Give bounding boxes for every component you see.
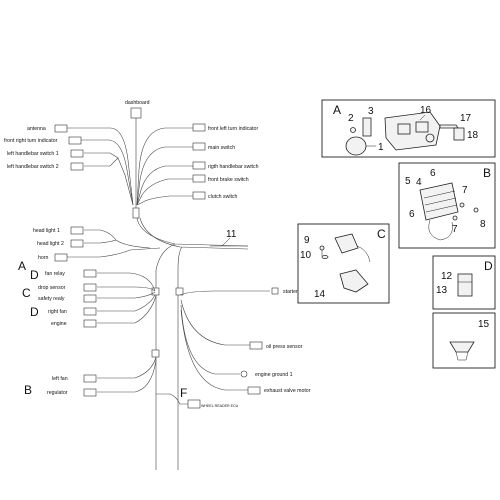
part-number-12: 12	[441, 271, 453, 282]
part-number-6: 6	[430, 168, 436, 179]
panel-d-letter: D	[484, 259, 493, 273]
panel-b: B 5 6 4 7 6 7 8	[398, 162, 496, 249]
part-number-6b: 6	[409, 209, 415, 220]
letter-A-harness: A	[18, 259, 26, 273]
label-horn: horn	[38, 255, 48, 261]
harness-wires	[56, 107, 279, 470]
letter-B-regulator: B	[24, 383, 32, 397]
part-number-10: 10	[300, 250, 312, 261]
label-exhaust-valve-motor: exhaust valve motor	[264, 388, 311, 394]
part-number-7b: 7	[452, 224, 458, 235]
label-right-fan: right fan	[48, 309, 67, 315]
part-number-11: 11	[226, 229, 237, 240]
starter-connector	[271, 287, 279, 295]
label-oil-press-sensor: oil press sensor	[266, 344, 303, 350]
panel-c-letter: C	[377, 227, 386, 241]
trunk-connector	[132, 207, 140, 219]
letter-D-fan-relay: D	[30, 268, 39, 282]
dashboard-connector	[130, 107, 142, 119]
ecu-box	[187, 399, 201, 409]
part-number-9: 9	[304, 235, 310, 246]
diagram-letters: A D C D B F 11	[18, 229, 237, 400]
panel-a-letter: A	[333, 103, 341, 117]
letter-D-right-fan: D	[30, 305, 39, 319]
label-left-fan: left fan	[52, 376, 68, 382]
label-front-brake-switch: front brake switch	[208, 177, 249, 183]
label-regulator: regulator	[47, 390, 68, 396]
horn-part	[345, 136, 367, 156]
left-labels: antenna front right turn indicator left …	[4, 124, 97, 397]
lower-connector-2	[175, 287, 184, 296]
ground-ring	[240, 370, 248, 378]
label-front-right-turn: front right turn indicator	[4, 138, 58, 144]
part-number-8: 8	[480, 219, 486, 230]
label-wheel-reader-ecu: WHEEL READER ECU	[201, 404, 239, 408]
part-number-2: 2	[348, 113, 354, 124]
panel-b-letter: B	[483, 166, 491, 180]
label-front-left-turn: front left turn indicator	[208, 126, 258, 132]
lower-connector-1	[151, 287, 160, 296]
label-head-light-1: head light 1	[33, 228, 60, 234]
panel-a: A 2 3 1 16 17 18	[321, 99, 496, 158]
bracket-part	[384, 111, 441, 151]
panel-clip: 15	[432, 312, 496, 369]
label-engine: engine	[51, 321, 67, 327]
letter-C-drop: C	[22, 286, 31, 300]
part-number-5: 5	[405, 176, 411, 187]
label-main-switch: main switch	[208, 145, 235, 151]
letter-F-ecu: F	[180, 386, 187, 400]
part-number-15: 15	[478, 319, 490, 330]
part-number-3: 3	[368, 106, 374, 117]
part-number-17: 17	[460, 113, 472, 124]
connector-part	[339, 269, 369, 293]
label-head-light-2: head light 2	[37, 241, 64, 247]
label-dashboard: dashboard	[125, 100, 150, 106]
part-number-18: 18	[467, 130, 479, 141]
label-right-hb-switch: rigth handlebar switch	[208, 164, 259, 170]
label-safety-realy: safety realy	[38, 296, 65, 302]
label-fan-relay: fan relay	[45, 271, 65, 277]
sensor-part	[334, 233, 359, 254]
label-antenna: antenna	[27, 126, 46, 132]
part-number-1: 1	[378, 142, 384, 153]
label-clutch-switch: clutch switch	[208, 194, 238, 200]
part-number-16: 16	[420, 105, 432, 116]
part-number-7: 7	[462, 185, 468, 196]
label-left-hb-switch-1: left handlebar switch 1	[7, 151, 59, 157]
label-engine-ground-1: engine ground 1	[255, 372, 293, 378]
part-number-13: 13	[436, 285, 448, 296]
part-number-14: 14	[314, 289, 326, 300]
relay-part	[457, 273, 473, 297]
panel-d: D 12 13	[432, 255, 496, 310]
right-labels: dashboard front left turn indicator main…	[125, 100, 313, 409]
lower-connector-3	[151, 349, 160, 358]
panel-c: C 9 10 14	[297, 223, 390, 304]
label-left-hb-switch-2: left handlebar switch 2	[7, 164, 59, 170]
part-number-4: 4	[416, 177, 422, 188]
label-drop-sensor: drop sensor	[38, 285, 66, 291]
